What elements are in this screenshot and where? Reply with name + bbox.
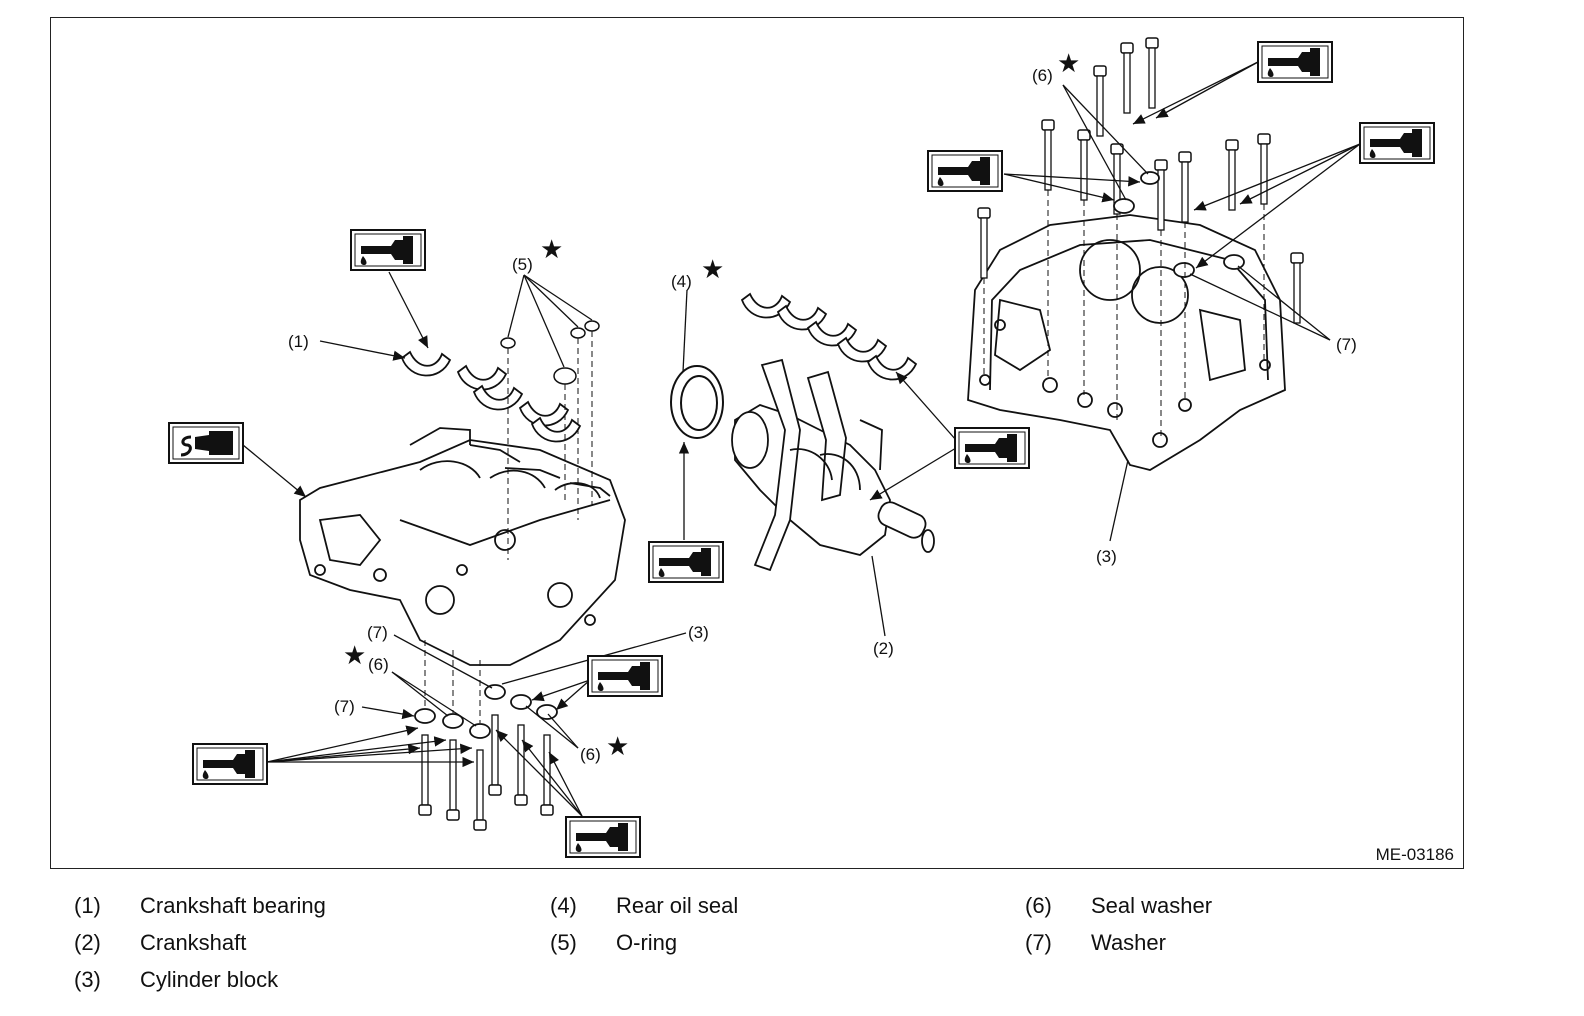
sealant-tube-icon: [167, 421, 245, 465]
legend-num: (2): [74, 930, 101, 955]
callout-labels: (1) (5) ★ (4) ★ (2) (3) (7) ★ (6) (7) (6…: [288, 48, 1357, 764]
rear-oil-seal: [670, 365, 724, 439]
crankshaft: [731, 358, 935, 572]
legend-num: (1): [74, 893, 101, 918]
legend-label: Crankshaft: [140, 930, 247, 955]
star-5: ★: [540, 234, 563, 264]
o-rings: [500, 320, 600, 385]
callout-3-right: (3): [1096, 547, 1117, 566]
callout-7-left: (7): [334, 697, 355, 716]
legend-num: (4): [550, 893, 577, 918]
callout-4: (4): [671, 272, 692, 291]
legend-num: (6): [1025, 893, 1052, 918]
center-bearing-shells: [740, 292, 918, 381]
star-6-right-lower: ★: [606, 731, 629, 761]
star-4: ★: [701, 254, 724, 284]
legend-num: (3): [74, 967, 101, 992]
callout-5: (5): [512, 255, 533, 274]
callout-7-left-top: (7): [367, 623, 388, 642]
legend-num: (7): [1025, 930, 1052, 955]
figure-id: ME-03186: [1375, 845, 1454, 864]
callout-1: (1): [288, 332, 309, 351]
left-bearing-shells: [400, 350, 582, 443]
legend-label: Seal washer: [1091, 893, 1213, 918]
legend-num: (5): [550, 930, 577, 955]
legend-label: Crankshaft bearing: [140, 893, 326, 918]
callout-7-right: (7): [1336, 335, 1357, 354]
right-washers: [1113, 171, 1245, 278]
star-6-right-top: ★: [1057, 48, 1080, 78]
legend-label: Rear oil seal: [616, 893, 739, 918]
callout-3-left: (3): [688, 623, 709, 642]
callout-6-right-lower: (6): [580, 745, 601, 764]
left-cylinder-block: [299, 427, 626, 666]
legend-label: O-ring: [616, 930, 678, 955]
right-cylinder-block: [967, 214, 1286, 471]
legend-label: Washer: [1091, 930, 1166, 955]
callout-6-right-top: (6): [1032, 66, 1053, 85]
callout-6-left: (6): [368, 655, 389, 674]
callout-2: (2): [873, 639, 894, 658]
left-washers: [414, 684, 558, 739]
star-6-left: ★: [343, 640, 366, 670]
legend-label: Cylinder block: [140, 967, 279, 992]
